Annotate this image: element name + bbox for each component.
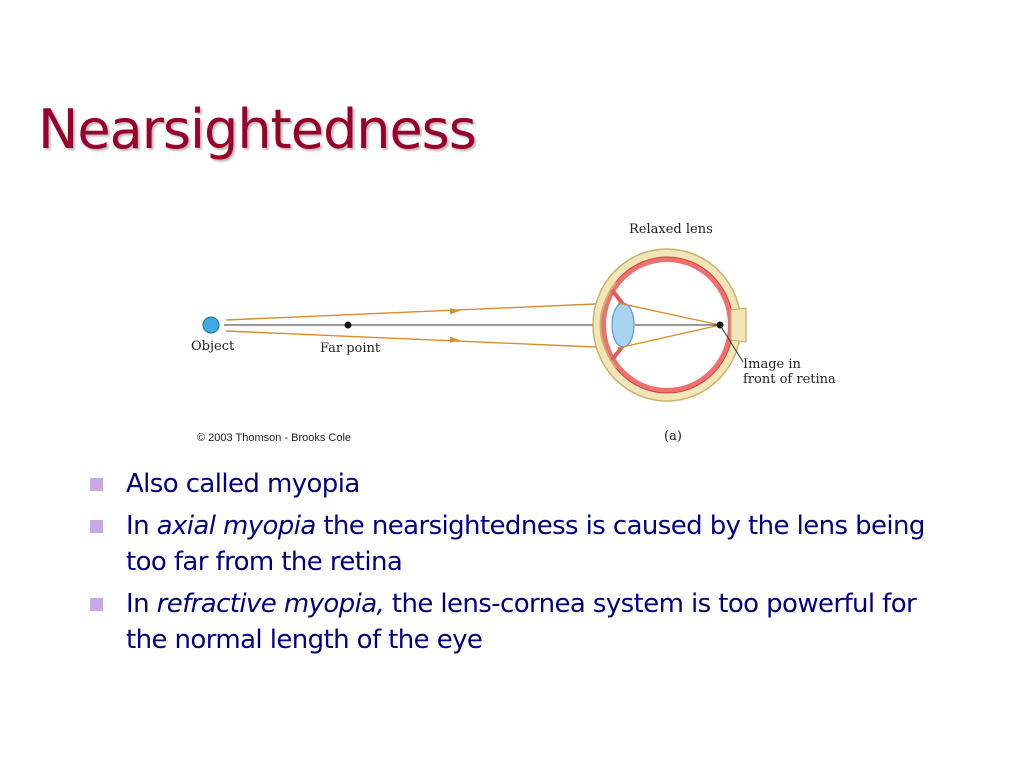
panel-label: (a) [664,429,682,444]
bullet-term-axial-myopia: axial myopia [156,511,317,541]
bullet-term-refractive-myopia: refractive myopia, [156,589,385,619]
label-relaxed-lens: Relaxed lens [629,222,713,237]
label-far-point: Far point [320,341,381,356]
bullet-prefix: In [126,511,157,541]
bullet-item-myopia: Also called myopia [86,466,956,502]
ray-lower-outside [225,330,619,349]
object-marker [202,316,220,334]
ray-arrow-lower-1 [449,336,460,343]
far-point-dot [344,321,352,329]
eye-lens [611,302,635,348]
label-object: Object [191,339,235,354]
ray-arrow-upper-1 [449,308,460,315]
bullet-item-axial-myopia: In axial myopia the nearsightedness is c… [86,508,956,580]
optic-nerve [730,307,747,343]
bullet-square-icon [90,478,103,491]
bullet-text: the nearsightedness is caused by the len… [126,511,925,577]
bullet-square-icon [90,598,103,611]
bullet-square-icon [90,520,103,533]
label-image-line2: front of retina [743,372,836,387]
ray-upper-outside [225,302,619,321]
bullet-text: the lens-cornea system is too powerful f… [126,589,917,655]
eye-diagram-svg: Relaxed lens Object Far point Image in f… [191,222,836,444]
bullet-list: Also called myopia In axial myopia the n… [86,466,956,664]
image-leader-line [719,324,744,363]
bullet-item-refractive-myopia: In refractive myopia, the lens-cornea sy… [86,586,956,658]
label-image-line1: Image in [743,357,802,372]
eye-cornea [599,281,617,369]
eye-diagram: Relaxed lens Object Far point Image in f… [180,212,860,452]
bullet-prefix: In [126,589,157,619]
bullet-text: Also called myopia [126,469,360,499]
slide-title: Nearsightedness [38,98,477,161]
figure-credit: © 2003 Thomson - Brooks Cole [197,432,351,444]
